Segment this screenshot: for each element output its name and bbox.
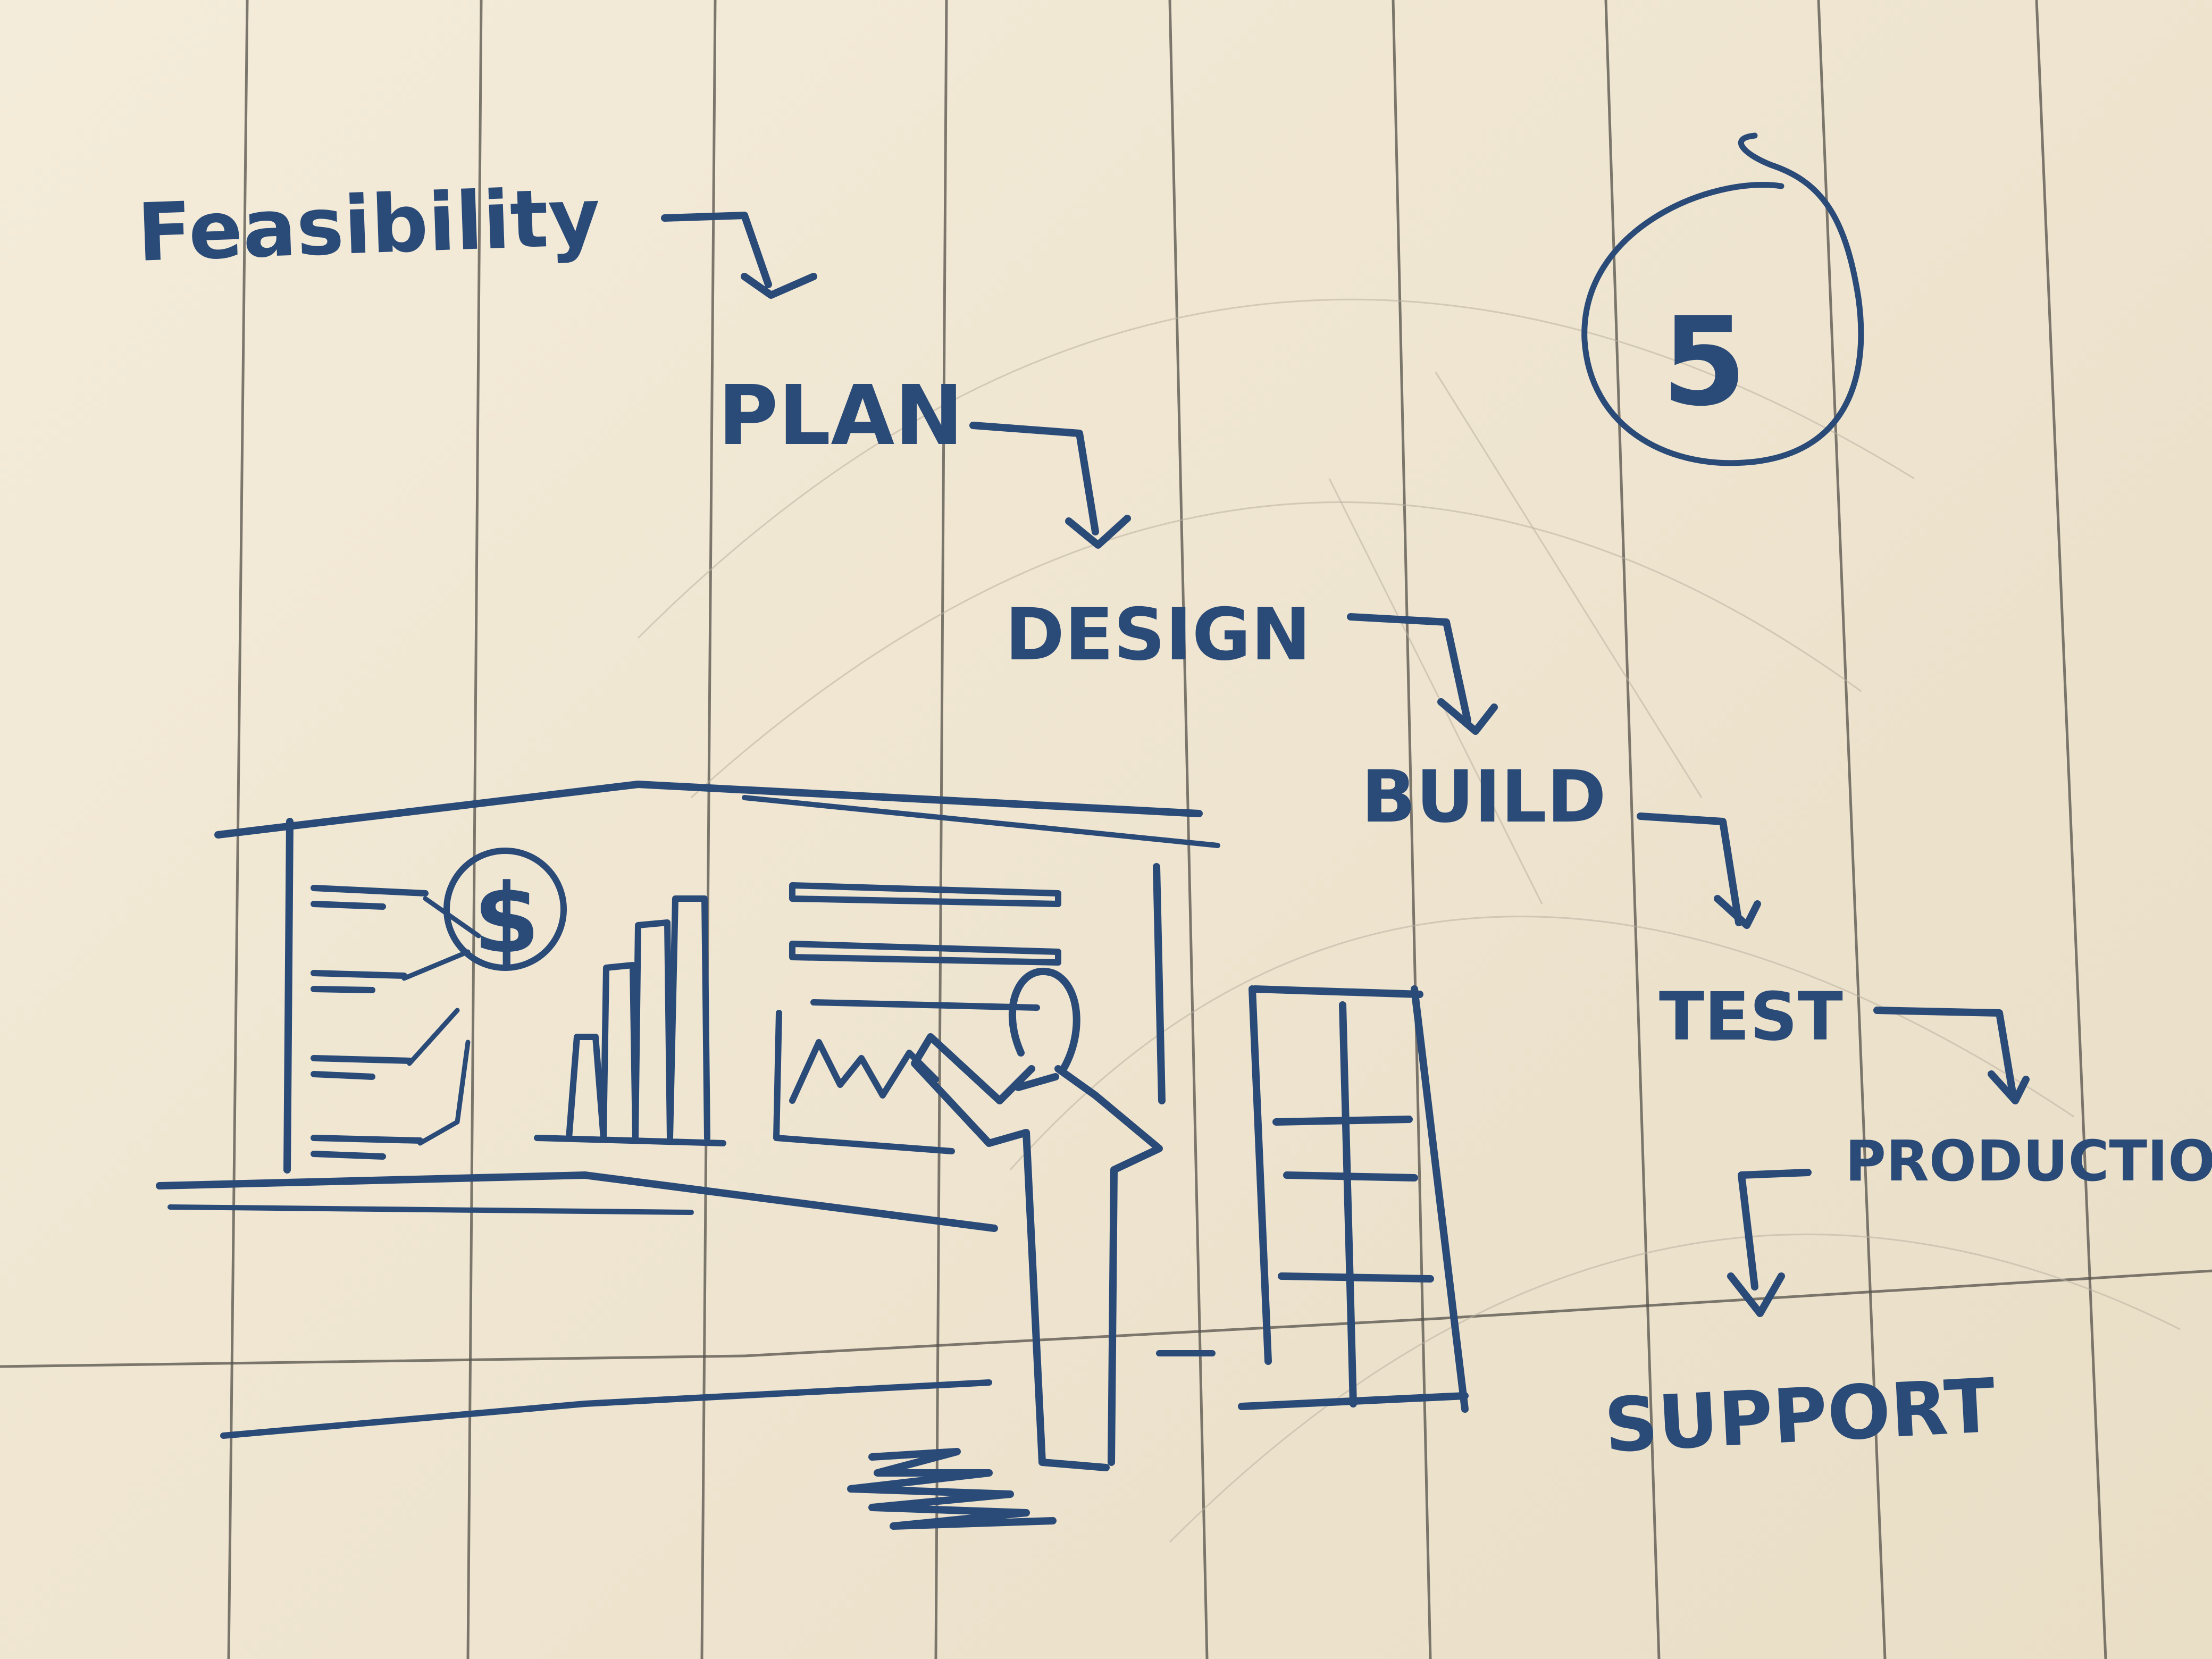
faint-pencil-marks [637,298,2181,1543]
page-number-badge: 5 [1581,132,1864,466]
presentation-board: $ [156,781,1220,1232]
floor-marks [220,1350,1216,1530]
arrow-design-build [1347,613,1498,735]
arrow-plan-design [969,422,1131,549]
process-flow: Feasibility PLAN DESIGN BUILD TEST PRODU… [136,171,2212,1470]
flow-arrows [661,212,2030,1317]
step-support-label: SUPPORT [1602,1363,1997,1470]
dollar-coin-icon: $ [443,848,567,975]
badge-number: 5 [1662,291,1747,433]
text-lines-icon [789,882,1061,1011]
step-feasibility-label: Feasibility [136,171,602,280]
step-build-label: BUILD [1361,755,1606,839]
step-design-label: DESIGN [1005,593,1311,676]
arrow-build-test [1637,812,1761,929]
shelf-ladder [1238,985,1469,1413]
step-plan-label: PLAN [718,367,963,464]
svg-text:$: $ [473,864,540,975]
arrow-production-support [1727,1169,1812,1317]
presenter-figure [911,968,1163,1471]
arrow-test-production [1873,1007,2030,1104]
arrow-feasibility-plan [661,212,817,299]
bar-chart-icon [534,895,726,1146]
step-production-label: PRODUCTION [1845,1129,2212,1194]
step-test-label: TEST [1659,978,1843,1055]
line-chart-icon [773,1010,955,1154]
text-lines-icon [311,885,481,1160]
